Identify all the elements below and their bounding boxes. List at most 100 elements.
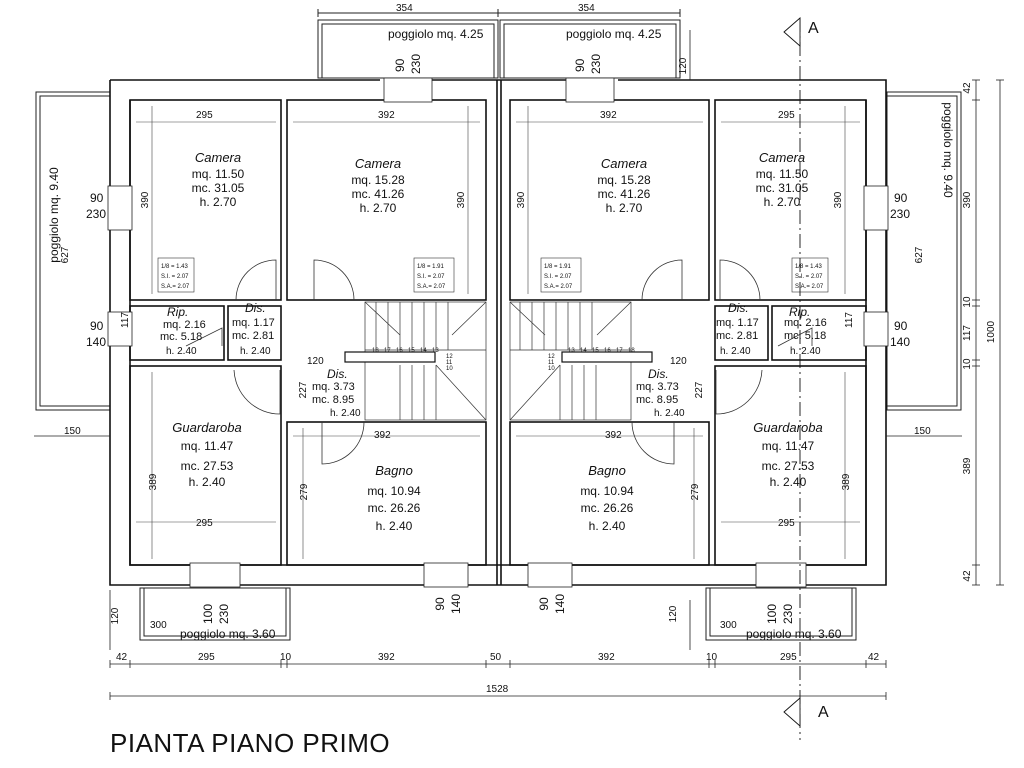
- dim-354-right: 354: [578, 3, 595, 14]
- svg-text:13: 13: [432, 348, 439, 354]
- svg-text:Guardaroba: Guardaroba: [753, 420, 822, 435]
- svg-text:mc. 5.18: mc. 5.18: [160, 331, 202, 343]
- svg-text:mc. 27.53: mc. 27.53: [762, 459, 815, 473]
- svg-text:mq. 3.73: mq. 3.73: [312, 381, 355, 393]
- svg-text:mq. 11.50: mq. 11.50: [756, 167, 809, 181]
- svg-text:mc. 26.26: mc. 26.26: [581, 501, 634, 515]
- room-guardaroba-left: Guardaroba mq. 11.47 mc. 27.53 h. 2.40: [172, 420, 241, 489]
- page-title: PIANTA PIANO PRIMO: [110, 728, 391, 758]
- svg-text:230: 230: [890, 207, 910, 221]
- svg-text:17: 17: [384, 348, 391, 354]
- light-table-right: 1/8 = 1.43 S.I. = 2.07 S.A.= 2.07: [791, 257, 829, 293]
- svg-text:Dis.: Dis.: [728, 301, 749, 315]
- svg-text:140: 140: [890, 335, 910, 349]
- svg-text:S.A.= 2.07: S.A.= 2.07: [544, 284, 573, 290]
- svg-text:90: 90: [894, 319, 908, 333]
- svg-text:Camera: Camera: [355, 156, 401, 171]
- svg-text:mc. 27.53: mc. 27.53: [181, 459, 234, 473]
- svg-text:S.I. = 2.07: S.I. = 2.07: [417, 274, 445, 280]
- svg-text:mq. 10.94: mq. 10.94: [367, 484, 421, 498]
- dim-300-right: 300: [720, 620, 737, 631]
- svg-text:Bagno: Bagno: [588, 463, 626, 478]
- svg-text:279: 279: [690, 483, 701, 500]
- svg-text:10: 10: [962, 358, 973, 370]
- svg-text:S.A.= 2.07: S.A.= 2.07: [161, 284, 190, 290]
- svg-text:392: 392: [605, 430, 622, 441]
- svg-text:mc. 8.95: mc. 8.95: [636, 394, 678, 406]
- side-balconies: [35, 91, 962, 411]
- light-table-mid-left: 1/8 = 1.91 S.I. = 2.07 S.A.= 2.07: [413, 257, 455, 293]
- svg-text:42: 42: [868, 652, 880, 663]
- svg-text:100: 100: [765, 604, 779, 624]
- svg-text:1528: 1528: [486, 684, 509, 695]
- dim-627-right: 627: [914, 246, 925, 263]
- svg-text:18: 18: [372, 348, 379, 354]
- svg-text:120: 120: [670, 356, 687, 367]
- svg-text:mq. 3.73: mq. 3.73: [636, 381, 679, 393]
- svg-text:42: 42: [116, 652, 128, 663]
- svg-text:120: 120: [668, 605, 679, 622]
- svg-text:90: 90: [393, 58, 407, 72]
- svg-text:h. 2.40: h. 2.40: [654, 408, 685, 419]
- svg-text:295: 295: [198, 652, 215, 663]
- svg-text:1/8 = 1.91: 1/8 = 1.91: [417, 264, 445, 270]
- svg-text:100: 100: [201, 604, 215, 624]
- room-dis-left: Dis. mq. 1.17 mc. 2.81 h. 2.40: [232, 301, 275, 357]
- svg-text:h. 2.40: h. 2.40: [166, 346, 197, 357]
- room-dimension-lines: [136, 106, 860, 559]
- svg-text:11: 11: [446, 360, 453, 366]
- svg-text:295: 295: [778, 110, 795, 121]
- svg-text:230: 230: [781, 604, 795, 624]
- room-camera-left: Camera mq. 11.50 mc. 31.05 h. 2.70: [192, 150, 245, 209]
- room-dis2-left: Dis. mq. 3.73 mc. 8.95 h. 2.40: [312, 367, 361, 419]
- svg-text:15: 15: [408, 348, 415, 354]
- svg-text:150: 150: [64, 426, 81, 437]
- svg-text:90: 90: [433, 597, 447, 611]
- room-dis-right: Dis. mq. 1.17 mc. 2.81 h. 2.40: [716, 301, 759, 357]
- balcony-side-left-label: poggiolo mq. 9.40: [47, 167, 61, 263]
- interior-dimensions: 295 392 392 295 295 295 392 392 120 120 …: [120, 110, 855, 529]
- room-bagno-left: Bagno mq. 10.94 mc. 26.26 h. 2.40: [367, 463, 421, 533]
- svg-text:mq. 11.47: mq. 11.47: [762, 439, 815, 453]
- svg-text:h. 2.40: h. 2.40: [189, 475, 226, 489]
- svg-text:90: 90: [894, 191, 908, 205]
- svg-text:h. 2.40: h. 2.40: [589, 519, 626, 533]
- svg-text:390: 390: [833, 191, 844, 208]
- svg-text:392: 392: [598, 652, 615, 663]
- svg-text:Camera: Camera: [759, 150, 805, 165]
- svg-text:1/8 = 1.91: 1/8 = 1.91: [544, 264, 572, 270]
- svg-text:117: 117: [120, 312, 131, 328]
- bottom-dimension-lines: [34, 30, 1004, 700]
- svg-text:120: 120: [110, 607, 121, 624]
- svg-text:227: 227: [298, 381, 309, 398]
- svg-text:Guardaroba: Guardaroba: [172, 420, 241, 435]
- svg-text:230: 230: [589, 54, 603, 74]
- svg-text:Dis.: Dis.: [648, 367, 669, 381]
- svg-text:17: 17: [616, 348, 623, 354]
- stair-landings: [344, 351, 653, 363]
- svg-text:mq. 15.28: mq. 15.28: [351, 173, 405, 187]
- svg-text:389: 389: [962, 457, 973, 474]
- svg-text:1/8 = 1.43: 1/8 = 1.43: [795, 264, 823, 270]
- svg-text:10: 10: [446, 366, 453, 372]
- svg-text:392: 392: [378, 652, 395, 663]
- svg-text:mc. 26.26: mc. 26.26: [368, 501, 421, 515]
- svg-text:Rip.: Rip.: [167, 305, 188, 319]
- svg-text:mq. 10.94: mq. 10.94: [580, 484, 634, 498]
- svg-text:140: 140: [449, 594, 463, 614]
- svg-text:S.A.= 2.07: S.A.= 2.07: [795, 284, 824, 290]
- svg-text:h. 2.70: h. 2.70: [764, 195, 801, 209]
- svg-text:230: 230: [409, 54, 423, 74]
- top-dimension-line: [317, 9, 681, 17]
- svg-text:120: 120: [307, 356, 324, 367]
- svg-text:50: 50: [490, 652, 502, 663]
- svg-text:mc. 5.18: mc. 5.18: [784, 330, 826, 342]
- room-camera-mid-right: Camera mq. 15.28 mc. 41.26 h. 2.70: [597, 156, 651, 215]
- svg-text:mq. 1.17: mq. 1.17: [716, 317, 759, 329]
- svg-text:18: 18: [628, 348, 635, 354]
- section-line: [783, 17, 801, 740]
- dim-627-left: 627: [60, 246, 71, 263]
- svg-text:h. 2.40: h. 2.40: [720, 346, 751, 357]
- svg-text:10: 10: [962, 296, 973, 308]
- svg-text:1/8 = 1.43: 1/8 = 1.43: [161, 264, 189, 270]
